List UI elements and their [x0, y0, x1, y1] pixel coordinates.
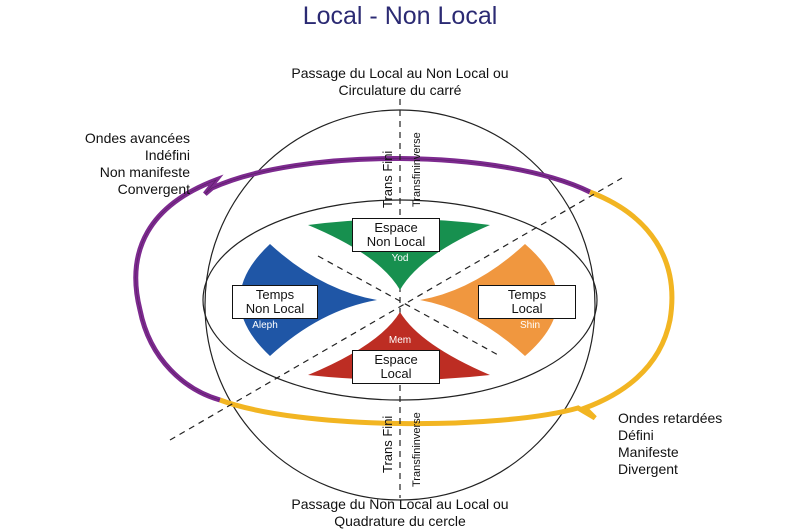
top-label-line2: Circulature du carré [338, 82, 462, 98]
quadrant-right-line1: Temps [507, 287, 547, 302]
right-label-line3: Manifeste [618, 444, 679, 460]
bottom-label-line1: Passage du Non Local au Local ou [291, 496, 509, 512]
left-label-line3: Non manifeste [99, 164, 190, 180]
right-label: Ondes retardées Défini Manifeste Diverge… [618, 410, 768, 478]
quadrant-top-box: Espace Non Local [352, 218, 440, 252]
quadrant-left-box: Temps Non Local [232, 285, 318, 319]
quadrant-bottom-letter: Mem [388, 335, 412, 346]
bottom-label: Passage du Non Local au Local ou Quadrat… [240, 496, 560, 530]
quadrant-right-line2: Local [511, 301, 543, 316]
purple-arc-outline [135, 158, 591, 401]
page-title: Local - Non Local [302, 2, 498, 30]
quadrant-right-letter: Shin [519, 320, 540, 331]
top-transfininverse-label: Transfininverse [411, 132, 423, 207]
quadrant-bottom-box: Espace Local [352, 350, 440, 384]
bottom-trans-fini-label: Trans Fini [380, 415, 395, 473]
top-label: Passage du Local au Non Local ou Circula… [240, 65, 560, 99]
bottom-transfininverse-label: Transfininverse [411, 412, 423, 487]
quadrant-left-line1: Temps [255, 287, 295, 302]
diagonal-axis-b [317, 255, 501, 357]
quadrant-left-letter: Aleph [252, 320, 278, 331]
left-label-line1: Ondes avancées [84, 130, 190, 146]
right-label-line4: Divergent [618, 461, 678, 477]
left-label: Ondes avancées Indéfini Non manifeste Co… [60, 130, 190, 198]
right-label-line1: Ondes retardées [618, 410, 723, 426]
quadrant-bottom-line1: Espace [374, 352, 418, 367]
quadrant-bottom-line2: Local [380, 366, 412, 381]
right-label-line2: Défini [618, 427, 654, 443]
gold-arc [219, 189, 675, 427]
top-trans-fini-label: Trans Fini [380, 150, 395, 208]
left-label-line2: Indéfini [144, 147, 190, 163]
quadrant-left-line2: Non Local [245, 301, 305, 316]
left-label-line4: Convergent [117, 181, 190, 197]
quadrant-top-line1: Espace [374, 220, 418, 235]
quadrant-top-letter: Yod [391, 253, 409, 264]
top-label-line1: Passage du Local au Non Local ou [291, 65, 509, 81]
bottom-label-line2: Quadrature du cercle [334, 513, 466, 529]
quadrant-top-line2: Non Local [366, 234, 426, 249]
quadrant-right-box: Temps Local [478, 285, 576, 319]
